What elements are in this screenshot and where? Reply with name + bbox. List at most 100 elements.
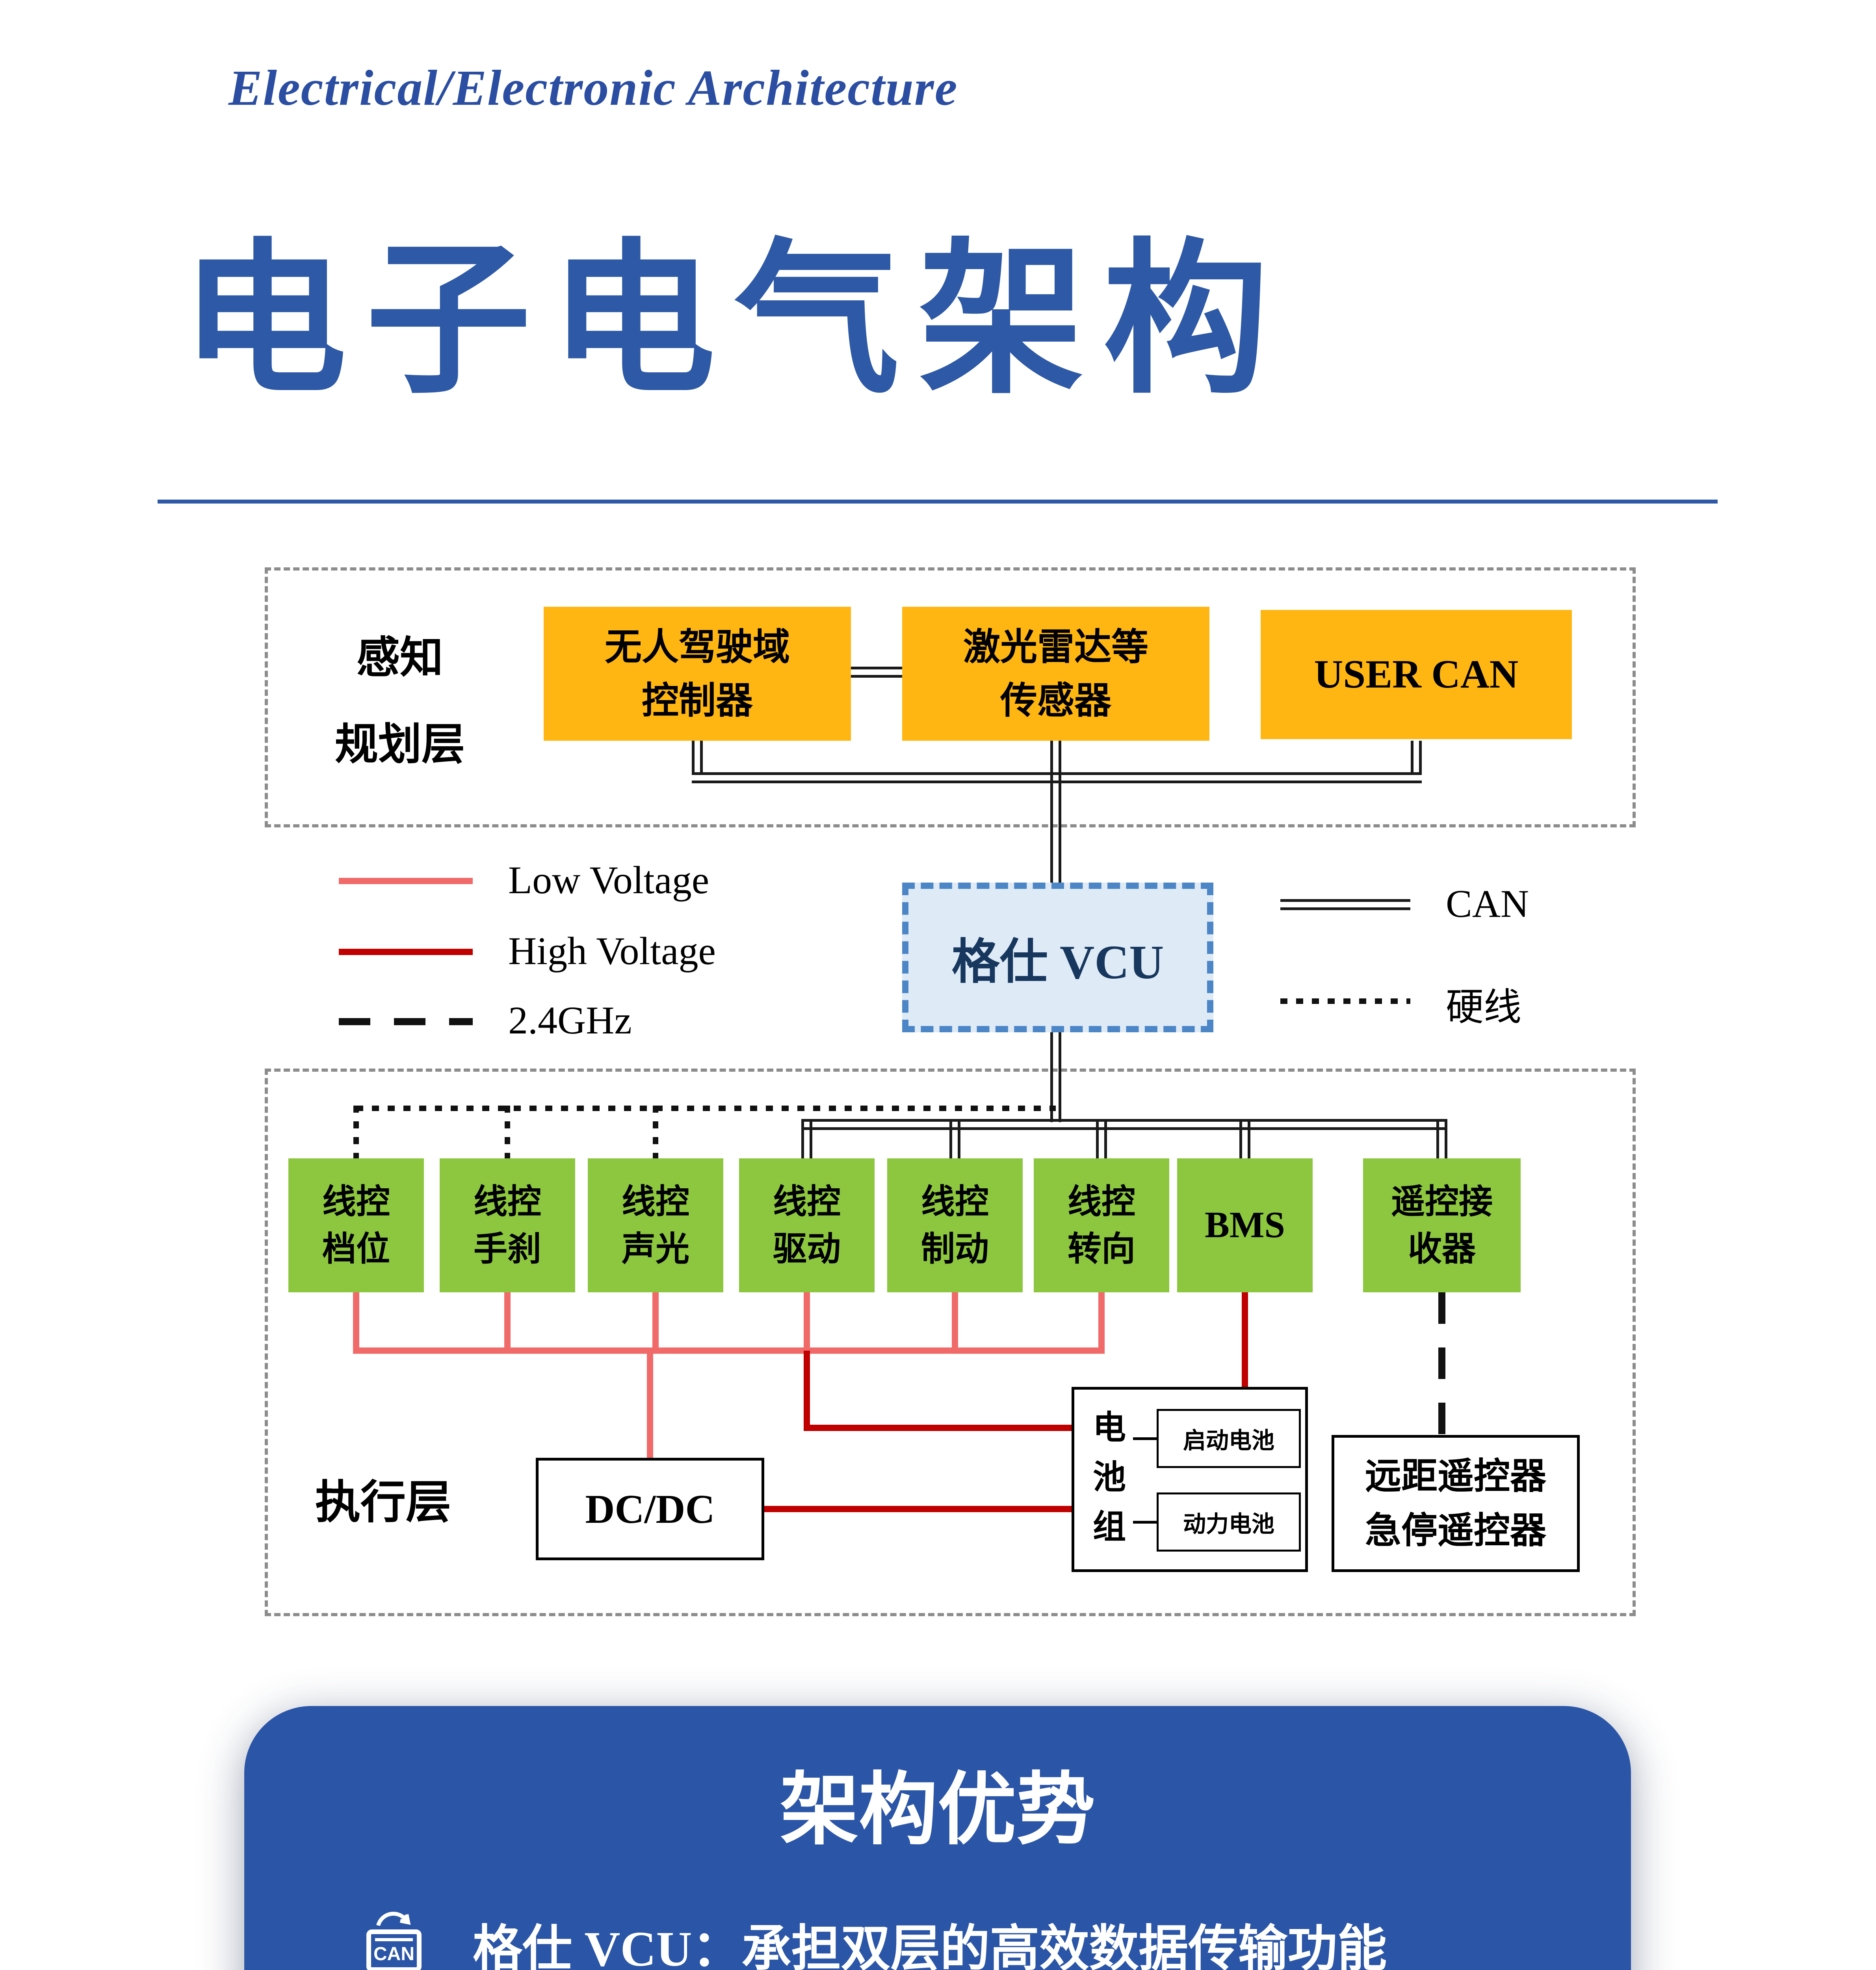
lv-drop-handbrake: [504, 1292, 511, 1354]
can-stub-brake: [949, 1119, 960, 1158]
node-label: USER CAN: [1314, 652, 1519, 697]
node-label-line2: 控制器: [641, 680, 753, 721]
module-remote-receiver: 遥控接 收器: [1363, 1158, 1521, 1292]
can-stub-remote-receiver: [1436, 1119, 1447, 1158]
can-bus-icon: CAN: [366, 1912, 422, 1970]
hv-link-dcdc-battery: [764, 1506, 1074, 1512]
module-label-line1: 线控: [622, 1182, 689, 1221]
starter-battery-label: 启动电池: [1183, 1428, 1274, 1453]
advantages-title: 架构优势: [780, 1767, 1095, 1854]
page-title: 电子电气架构: [181, 224, 1287, 416]
can-stem-to-vcu: [1050, 772, 1061, 883]
dcdc-label: DC/DC: [585, 1486, 715, 1532]
can-bus-upper: [692, 772, 1422, 783]
module-label: BMS: [1205, 1204, 1285, 1246]
legend-can-label: CAN: [1446, 882, 1529, 926]
lv-drop-gear: [353, 1292, 359, 1354]
hardwire-bus: [356, 1106, 1056, 1111]
node-autonomous-domain-controller: 无人驾驶域 控制器: [544, 607, 851, 741]
perception-label-line2: 规划层: [335, 720, 465, 769]
node-label-line2: 传感器: [1000, 680, 1111, 721]
vcu-box: 格仕 VCU: [902, 883, 1213, 1032]
node-label-line1: 无人驾驶域: [604, 626, 790, 667]
starter-battery-box: 启动电池: [1157, 1409, 1301, 1468]
can-link-controller-sensors: [851, 667, 902, 678]
can-bus-lower: [801, 1119, 1447, 1130]
hv-drop-drive: [804, 1351, 810, 1429]
execution-layer-label: 执行层: [315, 1477, 451, 1528]
module-label-line2: 声光: [622, 1230, 689, 1268]
legend-high-voltage-line: [339, 949, 473, 955]
module-wire-soundlight: 线控 声光: [588, 1158, 723, 1292]
lv-bus: [353, 1347, 1105, 1354]
remote-label-line1: 远距遥控器: [1365, 1456, 1546, 1496]
power-battery-box: 动力电池: [1157, 1492, 1301, 1552]
wireless-link-receiver-remote: [1438, 1292, 1445, 1435]
remote-controllers-box: 远距遥控器 急停遥控器: [1332, 1435, 1580, 1572]
can-drop-usercan: [1411, 741, 1422, 775]
can-drop-controller: [692, 741, 703, 775]
battery-connector-power: [1133, 1521, 1157, 1524]
module-label-line1: 线控: [1068, 1182, 1135, 1221]
node-label-line1: 激光雷达等: [963, 626, 1148, 667]
module-wire-brake: 线控 制动: [887, 1158, 1023, 1292]
module-label-line1: 线控: [773, 1182, 841, 1221]
advantages-panel: [244, 1706, 1631, 1970]
lv-drop-steering: [1098, 1292, 1105, 1354]
title-divider: [158, 500, 1718, 504]
advantage-row-1: CAN 格仕 VCU：承担双层的高效数据传输功能: [355, 1899, 1387, 1970]
lv-drop-soundlight: [652, 1292, 659, 1354]
hardwire-stub-soundlight: [653, 1106, 658, 1158]
module-label-line2: 驱动: [773, 1230, 841, 1268]
module-label-line1: 遥控接: [1391, 1182, 1493, 1221]
module-label-line1: 线控: [474, 1182, 541, 1221]
module-label-line2: 制动: [921, 1230, 989, 1268]
hardwire-stub-gear: [353, 1106, 359, 1158]
lv-drop-brake: [952, 1292, 958, 1354]
lv-drop-dcdc: [647, 1351, 653, 1458]
english-subtitle: Electrical/Electronic Architecture: [228, 60, 958, 116]
module-bms: BMS: [1177, 1158, 1313, 1292]
can-drop-sensors: [1050, 741, 1061, 775]
hv-link-drive-battery: [804, 1425, 1075, 1431]
perception-label-line1: 感知: [357, 634, 443, 682]
dcdc-box: DC/DC: [536, 1458, 764, 1560]
vcu-label: 格仕 VCU: [951, 935, 1164, 989]
node-lidar-sensors: 激光雷达等 传感器: [902, 607, 1209, 741]
module-wire-steering: 线控 转向: [1034, 1158, 1169, 1292]
perception-layer-label: 感知 规划层: [311, 615, 489, 788]
battery-pack-label: 电 池 组: [1086, 1403, 1133, 1552]
power-battery-label: 动力电池: [1183, 1511, 1274, 1537]
lv-drop-drive: [804, 1292, 810, 1354]
advantage-text-1: 格仕 VCU：承担双层的高效数据传输功能: [473, 1922, 1387, 1970]
module-wire-gear: 线控 档位: [288, 1158, 424, 1292]
legend-hardwire-label: 硬线: [1446, 986, 1521, 1028]
hardwire-stub-handbrake: [505, 1106, 510, 1158]
legend-wireless-label: 2.4GHz: [508, 998, 632, 1042]
perception-layer-box: [265, 567, 1636, 827]
legend-hardwire-line: [1280, 998, 1410, 1004]
module-label-line2: 转向: [1068, 1230, 1135, 1268]
legend-low-voltage-line: [339, 878, 473, 884]
module-label-line2: 手刹: [474, 1230, 541, 1268]
battery-connector-starter: [1133, 1437, 1157, 1440]
battery-label-char: 组: [1092, 1508, 1126, 1545]
can-stem-vcu-lower: [1050, 1032, 1061, 1122]
battery-label-char: 电: [1092, 1409, 1126, 1446]
can-stub-bms: [1239, 1119, 1250, 1158]
node-user-can: USER CAN: [1261, 610, 1572, 739]
module-wire-handbrake: 线控 手刹: [440, 1158, 575, 1292]
hv-drop-bms-battery: [1242, 1292, 1248, 1388]
module-label-line1: 线控: [322, 1182, 390, 1221]
legend-high-voltage-label: High Voltage: [508, 929, 716, 973]
can-stub-steering: [1096, 1119, 1107, 1158]
legend-wireless-line: [339, 1018, 473, 1025]
can-stub-drive: [801, 1119, 812, 1158]
module-wire-drive: 线控 驱动: [739, 1158, 875, 1292]
module-label-line2: 收器: [1408, 1230, 1476, 1268]
can-icon-text: CAN: [373, 1944, 414, 1964]
module-label-line1: 线控: [921, 1182, 989, 1221]
legend-low-voltage-label: Low Voltage: [508, 858, 710, 902]
remote-label-line2: 急停遥控器: [1365, 1511, 1546, 1551]
